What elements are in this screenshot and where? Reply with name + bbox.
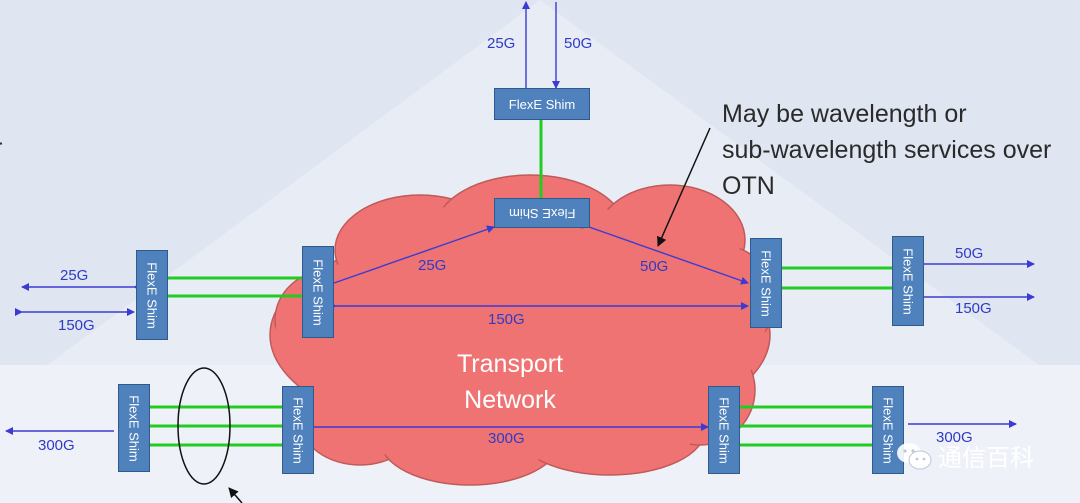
- annotation-line2: sub-wavelength services over: [722, 136, 1052, 164]
- wechat-logo-icon: [896, 441, 932, 471]
- bottom-right-rate: 300G: [936, 429, 973, 446]
- cloud-title: Transport Network: [430, 346, 590, 418]
- flexe-shim-bottom-right-inner: FlexE Shim: [708, 386, 740, 474]
- flexe-shim-left-inner: FlexE Shim: [302, 246, 334, 338]
- watermark: 通信百科: [896, 438, 1034, 473]
- cloud-link-300g-label: 300G: [488, 430, 525, 447]
- flexe-shim-left-outer: FlexE Shim: [136, 250, 168, 340]
- green-links: [150, 120, 892, 447]
- annotation-line1: May be wavelength or: [722, 100, 967, 128]
- cloud-arrow-50g: [581, 220, 749, 285]
- watermark-text: 通信百科: [938, 445, 1034, 472]
- bottom-left-rate: 300G: [38, 437, 75, 454]
- cloud-link-150g-label: 150G: [488, 311, 525, 328]
- cloud-arrow-25g: [326, 225, 495, 290]
- cloud-title-line2: Network: [464, 386, 556, 414]
- flexe-shim-bottom-right-outer: FlexE Shim: [872, 386, 904, 474]
- bundle-pointer-arrow: [228, 487, 243, 503]
- cloud-link-25g-label: 25G: [418, 257, 447, 274]
- cloud-title-line1: Transport: [456, 350, 564, 378]
- cropped-left-text: r: [0, 130, 2, 166]
- flexe-shim-bottom-left-inner: FlexE Shim: [282, 386, 314, 474]
- right-rate-lower: 150G: [955, 300, 992, 317]
- right-rate-upper: 50G: [955, 245, 984, 262]
- left-rate-lower: 150G: [58, 317, 95, 334]
- annotation-arrow: [657, 127, 711, 247]
- left-rate-upper: 25G: [60, 267, 89, 284]
- cloud-link-50g-label: 50G: [640, 258, 669, 275]
- flexe-shim-top: FlexE Shim: [494, 88, 590, 120]
- flexe-shim-right-outer: FlexE Shim: [892, 236, 924, 326]
- flexe-shim-bottom-left-outer: FlexE Shim: [118, 384, 150, 472]
- top-rate-left: 25G: [487, 35, 516, 52]
- top-rate-right: 50G: [564, 35, 593, 52]
- link-bundle-ellipse: [177, 367, 231, 485]
- flexe-shim-right-inner: FlexE Shim: [750, 238, 782, 328]
- annotation-text: May be wavelength or sub-wavelength serv…: [722, 96, 1051, 204]
- flexe-shim-cloud-top: FlexE Shim: [494, 198, 590, 228]
- annotation-line3: OTN: [722, 172, 775, 200]
